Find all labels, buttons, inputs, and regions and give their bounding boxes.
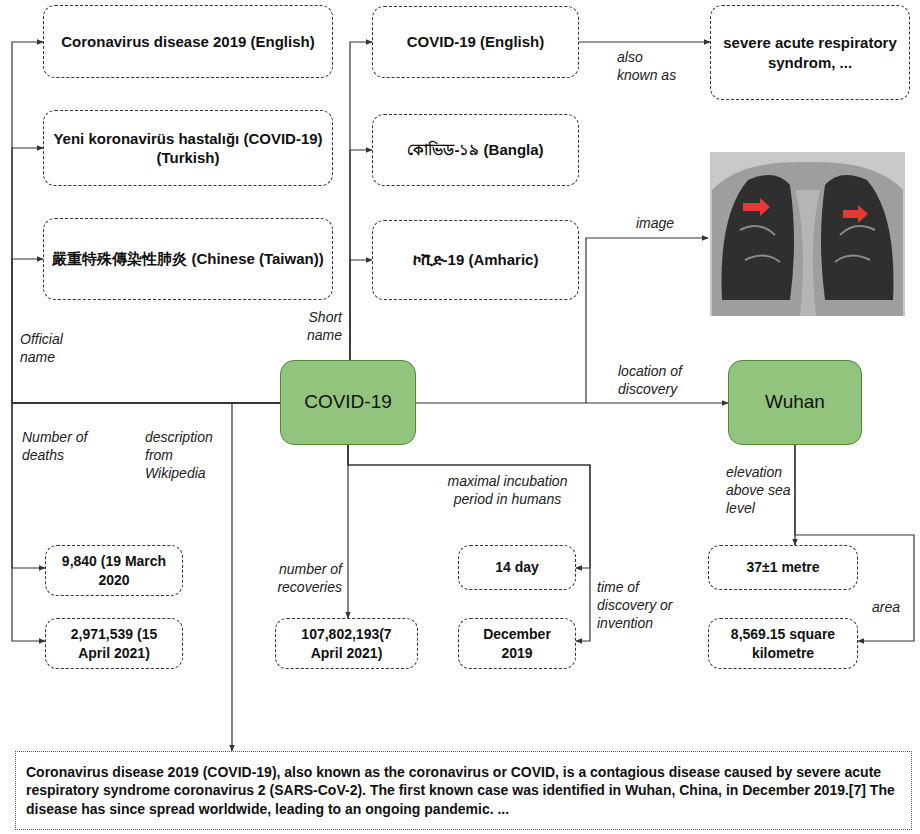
- relation-connector: [12, 403, 280, 568]
- node-text: Yeni koronavirüs hastalığı (COVID-19)(Tu…: [52, 129, 324, 168]
- ct-mediastinum: [795, 190, 820, 316]
- name-box: COVID-19 (English): [372, 6, 579, 78]
- node-text: COVID-19 (English): [407, 32, 545, 52]
- node-text: Coronavirus disease 2019 (COVID-19), als…: [26, 763, 901, 818]
- ct-left-lung: [722, 175, 794, 300]
- relation-label: also known as: [617, 48, 681, 84]
- value-box: 37±1 metre: [708, 545, 858, 590]
- relation-connector: [579, 41, 710, 42]
- name-box: 嚴重特殊傳染性肺炎 (Chinese (Taiwan)): [43, 218, 333, 300]
- node-text: 2,971,539 (15 April 2021): [54, 625, 174, 661]
- value-box: 14 day: [458, 545, 576, 590]
- name-box: কোভিড-১৯ (Bangla): [372, 114, 579, 186]
- name-box: Coronavirus disease 2019 (English): [43, 5, 333, 78]
- node-text: 107,802,193(7 April 2021): [284, 625, 409, 661]
- node-text: December 2019: [467, 625, 567, 661]
- relation-label: maximal incubation period in humans: [430, 472, 585, 508]
- red-arrow: [743, 198, 770, 216]
- relation-label: number of recoveries: [248, 560, 342, 596]
- relation-label: Official name: [20, 330, 90, 366]
- node-text: 37±1 metre: [746, 558, 819, 576]
- ct-right-lung: [821, 175, 893, 300]
- value-box: December 2019: [458, 618, 576, 669]
- node-text: severe acute respiratory syndrom, ...: [719, 33, 901, 72]
- name-box: severe acute respiratory syndrom, ...: [710, 5, 910, 100]
- relation-connector: [350, 42, 372, 360]
- name-box: Yeni koronavirüs hastalığı (COVID-19)(Tu…: [43, 110, 333, 186]
- relation-connector: [12, 403, 280, 641]
- name-box: ኮቪድ-19 (Amharic): [372, 220, 579, 300]
- relation-connector: [347, 445, 348, 618]
- ct-vessels: [740, 226, 875, 262]
- relation-label: Number of deaths: [22, 428, 98, 464]
- node-text: 14 day: [495, 558, 539, 576]
- relation-label: description from Wikipedia: [145, 428, 229, 482]
- node-text: ኮቪድ-19 (Amharic): [413, 250, 539, 270]
- value-box: 107,802,193(7 April 2021): [275, 618, 418, 669]
- relation-label: area: [872, 598, 910, 616]
- value-box: 8,569.15 square kilometre: [708, 618, 858, 669]
- relation-label: time of discovery or invention: [597, 578, 675, 632]
- relation-connector: [232, 403, 280, 751]
- entity-node: Wuhan: [728, 360, 862, 445]
- red-arrow: [843, 205, 868, 223]
- value-box: 2,971,539 (15 April 2021): [45, 618, 183, 669]
- ct-scan-image: [710, 152, 905, 316]
- node-text: COVID-19: [304, 390, 392, 415]
- value-box: 9,840 (19 March 2020: [45, 545, 183, 596]
- relation-label: elevation above sea level: [726, 463, 792, 517]
- relation-connector: [348, 445, 590, 641]
- relation-connector: [416, 402, 728, 403]
- node-text: Coronavirus disease 2019 (English): [61, 32, 314, 52]
- node-text: 嚴重特殊傳染性肺炎 (Chinese (Taiwan)): [52, 249, 323, 269]
- relation-label: image: [636, 214, 696, 232]
- relation-connector: [350, 150, 372, 360]
- entity-node: COVID-19: [280, 360, 416, 445]
- node-text: কোভিড-১৯ (Bangla): [407, 140, 543, 160]
- node-text: 8,569.15 square kilometre: [717, 625, 849, 661]
- ct-body: [712, 162, 903, 316]
- ct-background: [710, 152, 905, 316]
- relation-label: Short name: [278, 308, 342, 344]
- description-box: Coronavirus disease 2019 (COVID-19), als…: [15, 751, 912, 830]
- relation-label: location of discovery: [618, 362, 722, 398]
- relation-connector: [795, 445, 914, 641]
- relation-connector: [350, 260, 372, 360]
- node-text: Wuhan: [765, 390, 825, 415]
- node-text: 9,840 (19 March 2020: [54, 552, 174, 588]
